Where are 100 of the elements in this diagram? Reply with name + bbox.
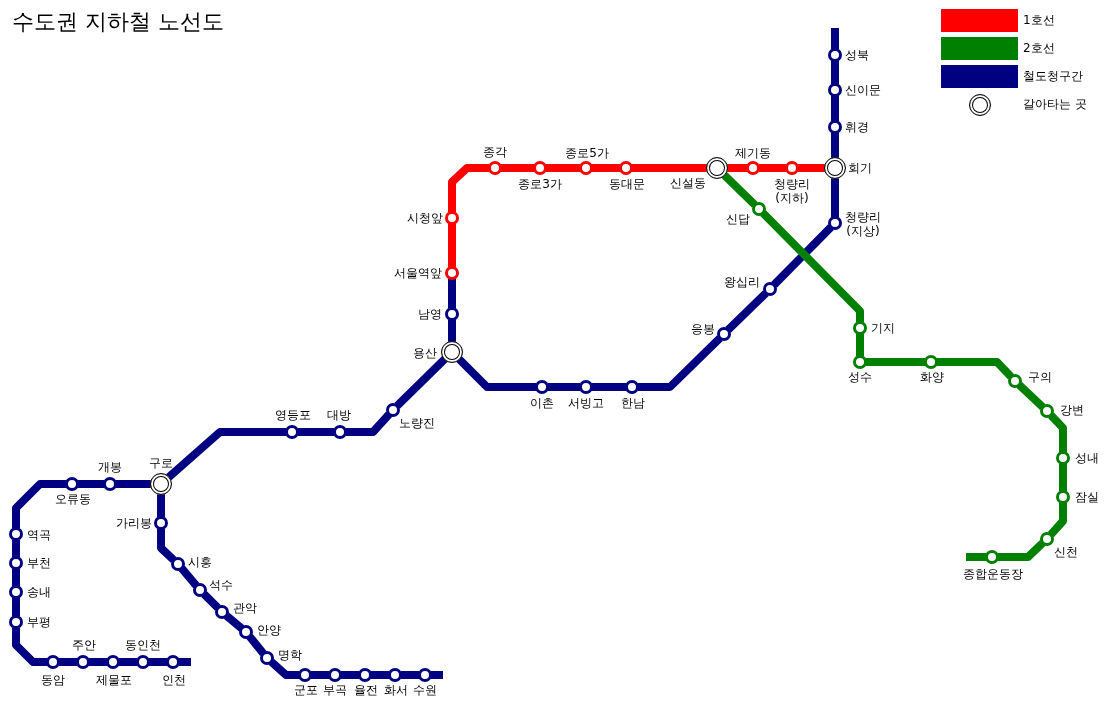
station-marker (1040, 532, 1054, 546)
station-label: 제기동 (735, 146, 771, 160)
station-label: 남영 (418, 307, 442, 321)
station-marker (828, 120, 842, 134)
rail-line (246, 633, 267, 657)
station-label: 종합운동장 (963, 567, 1023, 581)
station-label: 부곡 (323, 683, 347, 697)
station-marker (763, 282, 777, 296)
rail-line (797, 164, 825, 172)
station-label: 명학 (278, 648, 302, 662)
rail-line (831, 132, 839, 158)
station-marker (358, 668, 372, 682)
station-marker (746, 161, 760, 175)
station-marker (76, 655, 90, 669)
rail-line (547, 383, 581, 391)
rail-line (1048, 412, 1067, 453)
rail-line (637, 335, 723, 391)
rail-line (856, 333, 864, 357)
legend-label: 1호선 (1023, 13, 1055, 27)
station-label: 한남 (621, 396, 645, 410)
rail-line (12, 597, 20, 617)
station-marker (418, 668, 432, 682)
station-label: 가리봉 (116, 516, 152, 530)
transfer-station-marker (441, 341, 463, 363)
station-label: 시흥 (188, 555, 212, 569)
rail-line (545, 164, 581, 172)
station-marker (285, 425, 299, 439)
station-marker (154, 516, 168, 530)
transfer-station-marker (706, 157, 728, 179)
station-label: 오류동 (55, 492, 91, 506)
station-marker (1008, 374, 1022, 388)
rail-line (591, 164, 621, 172)
rail-line (936, 358, 1014, 380)
station-marker (298, 668, 312, 682)
station-label: 서빙고 (568, 396, 604, 410)
station-label: 회기 (848, 161, 872, 175)
rail-line (831, 60, 839, 85)
rail-line (758, 164, 787, 172)
legend-label: 2호선 (1023, 41, 1055, 55)
station-marker (215, 605, 229, 619)
station-label: 신답 (726, 212, 750, 226)
station-marker (103, 477, 117, 491)
rail-line (297, 428, 335, 436)
station-label: 제물포 (96, 673, 132, 687)
station-label: 역곡 (27, 528, 51, 542)
rail-line (631, 164, 707, 172)
station-label: 성내 (1075, 451, 1099, 465)
station-label: 구로 (149, 456, 173, 470)
station-label: 강변 (1060, 403, 1084, 417)
station-label: 신천 (1054, 545, 1078, 559)
map-title: 수도권 지하철 노선도 (12, 8, 224, 36)
station-marker (625, 380, 639, 394)
station-label: 부평 (27, 615, 51, 629)
station-label: 동암 (41, 673, 65, 687)
rail-line (997, 540, 1046, 561)
station-marker (65, 477, 79, 491)
station-marker (333, 425, 347, 439)
rail-line (178, 565, 200, 589)
station-marker (445, 211, 459, 225)
station-marker (828, 48, 842, 62)
rail-line (727, 164, 748, 172)
station-marker (579, 161, 593, 175)
station-label: 대방 (327, 408, 351, 422)
rail-line (118, 658, 138, 666)
station-marker (171, 557, 185, 571)
station-marker (619, 161, 633, 175)
station-label: 구의 (1028, 370, 1052, 384)
station-marker (386, 403, 400, 417)
station-marker (924, 355, 938, 369)
rail-line (831, 95, 839, 122)
station-label: 영등포 (275, 408, 311, 422)
station-marker (445, 307, 459, 321)
station-marker (9, 527, 23, 541)
station-marker (260, 651, 274, 665)
transfer-station-marker (824, 157, 846, 179)
rail-line (148, 658, 168, 666)
station-marker (9, 585, 23, 599)
station-marker (1040, 404, 1054, 418)
rail-line (310, 671, 330, 679)
station-marker (853, 321, 867, 335)
station-label: 개봉 (98, 460, 122, 474)
station-label: 석수 (209, 578, 233, 592)
station-marker (752, 202, 766, 216)
station-label: 송내 (27, 585, 51, 599)
station-marker (106, 655, 120, 669)
station-marker (985, 550, 999, 564)
station-label: 주안 (72, 638, 96, 652)
station-label: 왕십리 (724, 275, 760, 289)
station-label: 동인천 (125, 638, 161, 652)
legend-label: 철도청구간 (1023, 69, 1083, 83)
station-label: 안양 (257, 623, 281, 637)
station-marker (193, 583, 207, 597)
station-label: 인천 (162, 673, 186, 687)
rail-line (12, 480, 67, 529)
station-marker (136, 655, 150, 669)
station-label: 청량리 (지상) (844, 210, 882, 238)
station-label: 신이문 (845, 83, 881, 97)
rail-line (157, 528, 177, 563)
rail-line (58, 658, 78, 666)
station-label: 종로3가 (518, 177, 562, 191)
